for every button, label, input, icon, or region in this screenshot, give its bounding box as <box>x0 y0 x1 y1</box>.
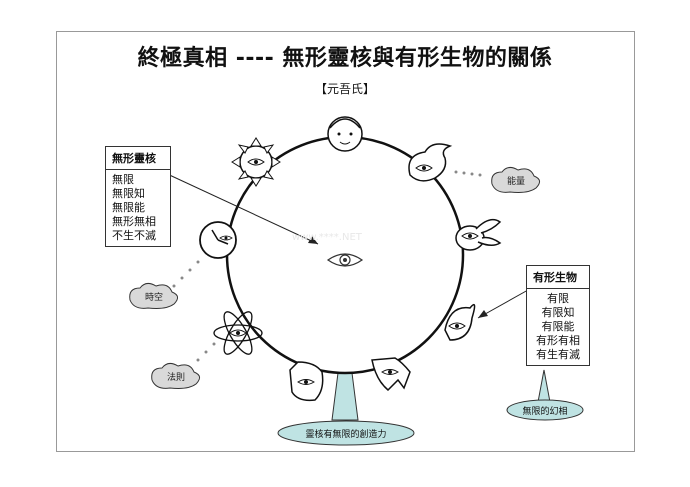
formless-core-items: 無限 無限知 無限能 無形無相 不生不滅 <box>106 170 170 246</box>
atom-icon <box>213 311 263 355</box>
center-eye-icon <box>326 253 364 267</box>
sun-icon <box>231 137 281 187</box>
center-spotlight-label: 靈核有無限的創造力 <box>305 430 387 440</box>
formless-item: 無限 <box>112 173 134 186</box>
formless-item: 無限能 <box>112 201 145 214</box>
law-cloud <box>151 362 200 389</box>
spacetime-label: 時空 <box>144 293 163 303</box>
spacetime-trail <box>172 260 200 288</box>
boy-head-icon <box>327 116 363 152</box>
right-arrow <box>477 289 529 319</box>
bird-icon <box>444 303 476 341</box>
energy-cloud <box>491 166 540 193</box>
formless-item: 無限知 <box>112 187 145 200</box>
law-trail <box>188 342 216 370</box>
tangible-being-box: 有形生物 有限 有限知 有限能 有形有相 有生有滅 <box>526 265 590 366</box>
energy-trail <box>454 170 482 177</box>
author-label: 【元吾氏】 <box>314 82 375 96</box>
tangible-item: 有限 <box>547 292 569 305</box>
left-arrow <box>162 171 319 245</box>
formless-core-header: 無形靈核 <box>106 147 170 170</box>
tangible-item: 有形有相 <box>536 334 580 347</box>
rabbit-icon <box>455 218 502 251</box>
tangible-item: 有限能 <box>541 320 575 333</box>
energy-label: 能量 <box>506 177 525 187</box>
animal-head-icon <box>289 361 324 402</box>
formless-core-box: 無形靈核 無限 無限知 無限能 無形無相 不生不滅 <box>105 146 171 247</box>
right-spotlight-label: 無限的幻相 <box>522 407 568 417</box>
tangible-being-items: 有限 有限知 有限能 有形有相 有生有滅 <box>527 289 589 365</box>
tangible-being-header: 有形生物 <box>527 266 589 289</box>
feet-icon <box>371 357 411 392</box>
law-label: 法則 <box>166 373 185 383</box>
tangible-item: 有限知 <box>541 306 575 319</box>
right-spotlight <box>506 369 584 421</box>
clock-icon <box>199 221 237 259</box>
formless-item: 無形無相 <box>112 215 156 228</box>
flame-icon <box>408 143 453 182</box>
diagram-title: 終極真相 ---- 無形靈核與有形生物的關係 <box>137 46 553 71</box>
watermark-text: www.****.NET <box>292 232 362 243</box>
tangible-item: 有生有滅 <box>536 348 580 361</box>
formless-item: 不生不滅 <box>112 229 156 242</box>
spacetime-cloud <box>129 282 178 309</box>
